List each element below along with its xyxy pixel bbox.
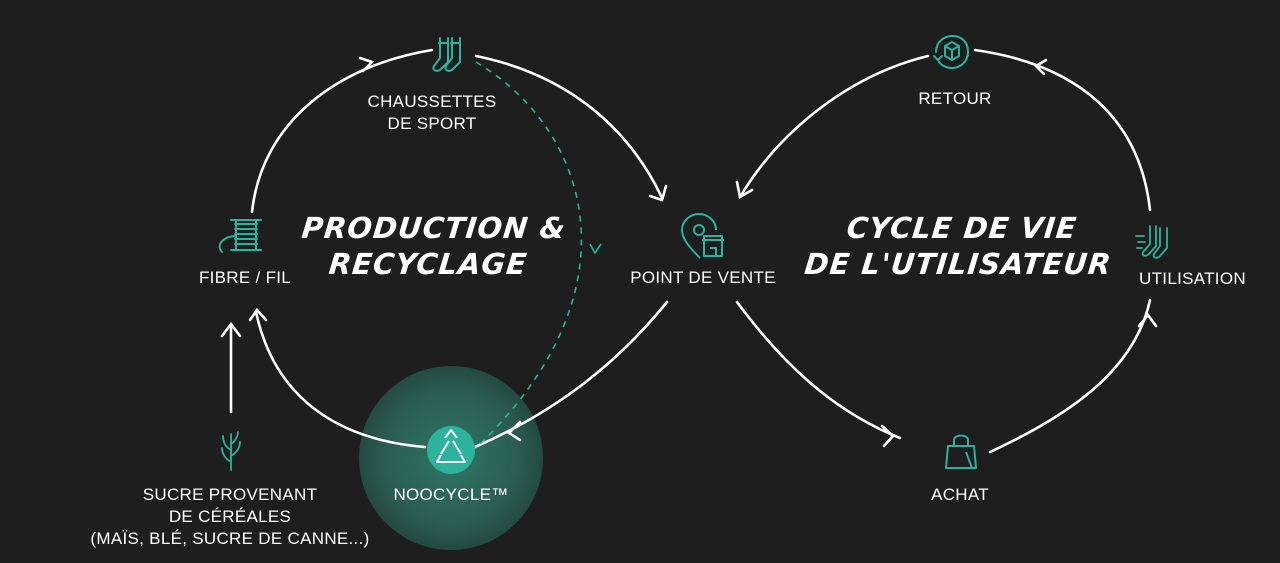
noocycle-label: NOOCYCLE™ (393, 485, 509, 504)
arc-achat-to-utilisation (988, 298, 1152, 454)
utilisation-label: UTILISATION (1139, 269, 1246, 288)
production-title-line-2: RECYCLAGE (327, 247, 530, 281)
fibre-label: FIBRE / FIL (198, 268, 292, 287)
recycle-icon (427, 426, 475, 474)
point-de-vente-label: POINT DE VENTE (630, 268, 776, 287)
arc-noocycle-to-fibre (254, 310, 427, 449)
arc-retour-to-vente (738, 54, 930, 199)
user-cycle-title: CYCLE DE VIE DE L'UTILISATEUR (796, 210, 1124, 282)
arrowhead-achat (880, 424, 895, 448)
arrowhead-fibre (248, 307, 268, 322)
store-pin-icon (681, 213, 724, 259)
return-box-icon (933, 35, 969, 69)
chaussettes-label: CHAUSSETTES DE SPORT (352, 91, 512, 135)
arrowhead-noocycle (506, 420, 522, 442)
chaussettes-label-line-1: CHAUSSETTES (367, 92, 497, 111)
arrowhead-vente-right (735, 180, 754, 200)
arrowhead-retour (1033, 58, 1048, 76)
sucre-label-line-1: SUCRE PROVENANT (142, 485, 318, 504)
arc-fibre-to-chaussettes (250, 48, 434, 214)
dashed-arrowhead (589, 243, 602, 255)
arc-utilisation-to-retour (973, 48, 1152, 212)
sucre-label-line-3: (MAÏS, BLÉ, SUCRE DE CANNE...) (90, 529, 370, 548)
user-cycle-title-line-2: DE L'UTILISATEUR (802, 247, 1114, 281)
production-title-line-1: PRODUCTION & (300, 211, 568, 245)
production-title: PRODUCTION & RECYCLAGE (296, 210, 568, 282)
arc-vente-to-achat (735, 300, 902, 440)
user-cycle-title-line-1: CYCLE DE VIE (845, 211, 1079, 245)
socks-icon (432, 37, 461, 72)
achat-label: ACHAT (931, 485, 989, 504)
running-socks-icon (1135, 225, 1168, 259)
arrowhead-chaussettes (358, 56, 375, 73)
arrowhead-utilisation (1137, 312, 1158, 328)
shopping-bag-icon (945, 434, 977, 469)
retour-label: RETOUR (918, 89, 992, 108)
arc-vente-to-noocycle (473, 300, 669, 449)
sucre-label-line-2: DE CÉRÉALES (168, 507, 292, 526)
arrowhead-vente-left (648, 184, 668, 202)
chaussettes-label-line-2: DE SPORT (387, 114, 477, 133)
arrowhead-sucre (220, 321, 242, 338)
arc-chaussettes-to-vente (474, 54, 664, 200)
dashed-recycle-path (475, 61, 583, 447)
wheat-icon (221, 431, 241, 471)
sucre-label: SUCRE PROVENANT DE CÉRÉALES (MAÏS, BLÉ, … (80, 484, 380, 550)
thread-spool-icon (218, 219, 262, 253)
